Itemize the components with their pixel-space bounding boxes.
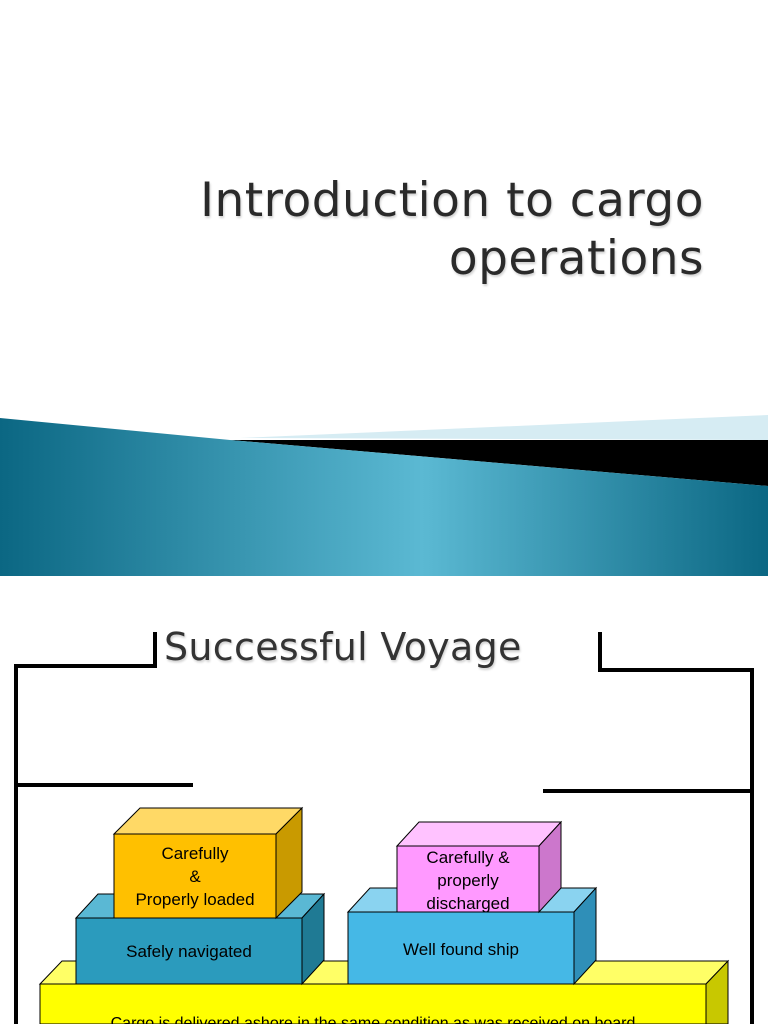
slide-title: Successful Voyage [164,625,522,669]
blue-band [0,418,768,576]
title-slide: Introduction to cargo operations [0,172,768,576]
right-bracket [598,632,754,1024]
ship-box-label: Well found ship [403,940,519,959]
voyage-diagram [14,632,754,1024]
discharged-box-label: Carefully & properly discharged [397,846,539,915]
discharged-line-3: discharged [426,894,510,913]
successful-voyage-slide: Successful Voyage Carefully & Properly l… [0,576,768,1024]
left-bracket [14,632,157,1024]
decorative-wave-band [0,415,768,576]
loaded-line-2: & [189,867,201,886]
base-box-label: Cargo is delivered ashore in the same co… [110,1015,636,1024]
bracket-lines [14,632,754,1024]
loaded-box [112,806,304,920]
title-line-1: Introduction to cargo [200,173,704,228]
discharged-line-1: Carefully & [426,848,510,867]
navigated-box-label: Safely navigated [126,942,252,961]
discharged-line-2: properly [437,871,499,890]
pale-strip [240,415,768,440]
discharged-box [395,820,563,914]
loaded-line-1: Carefully [161,844,229,863]
slide-title: Introduction to cargo operations [104,172,704,288]
title-line-2: operations [448,231,704,286]
loaded-line-3: Properly loaded [135,890,255,909]
loaded-box-label: Carefully & Properly loaded [114,842,276,911]
